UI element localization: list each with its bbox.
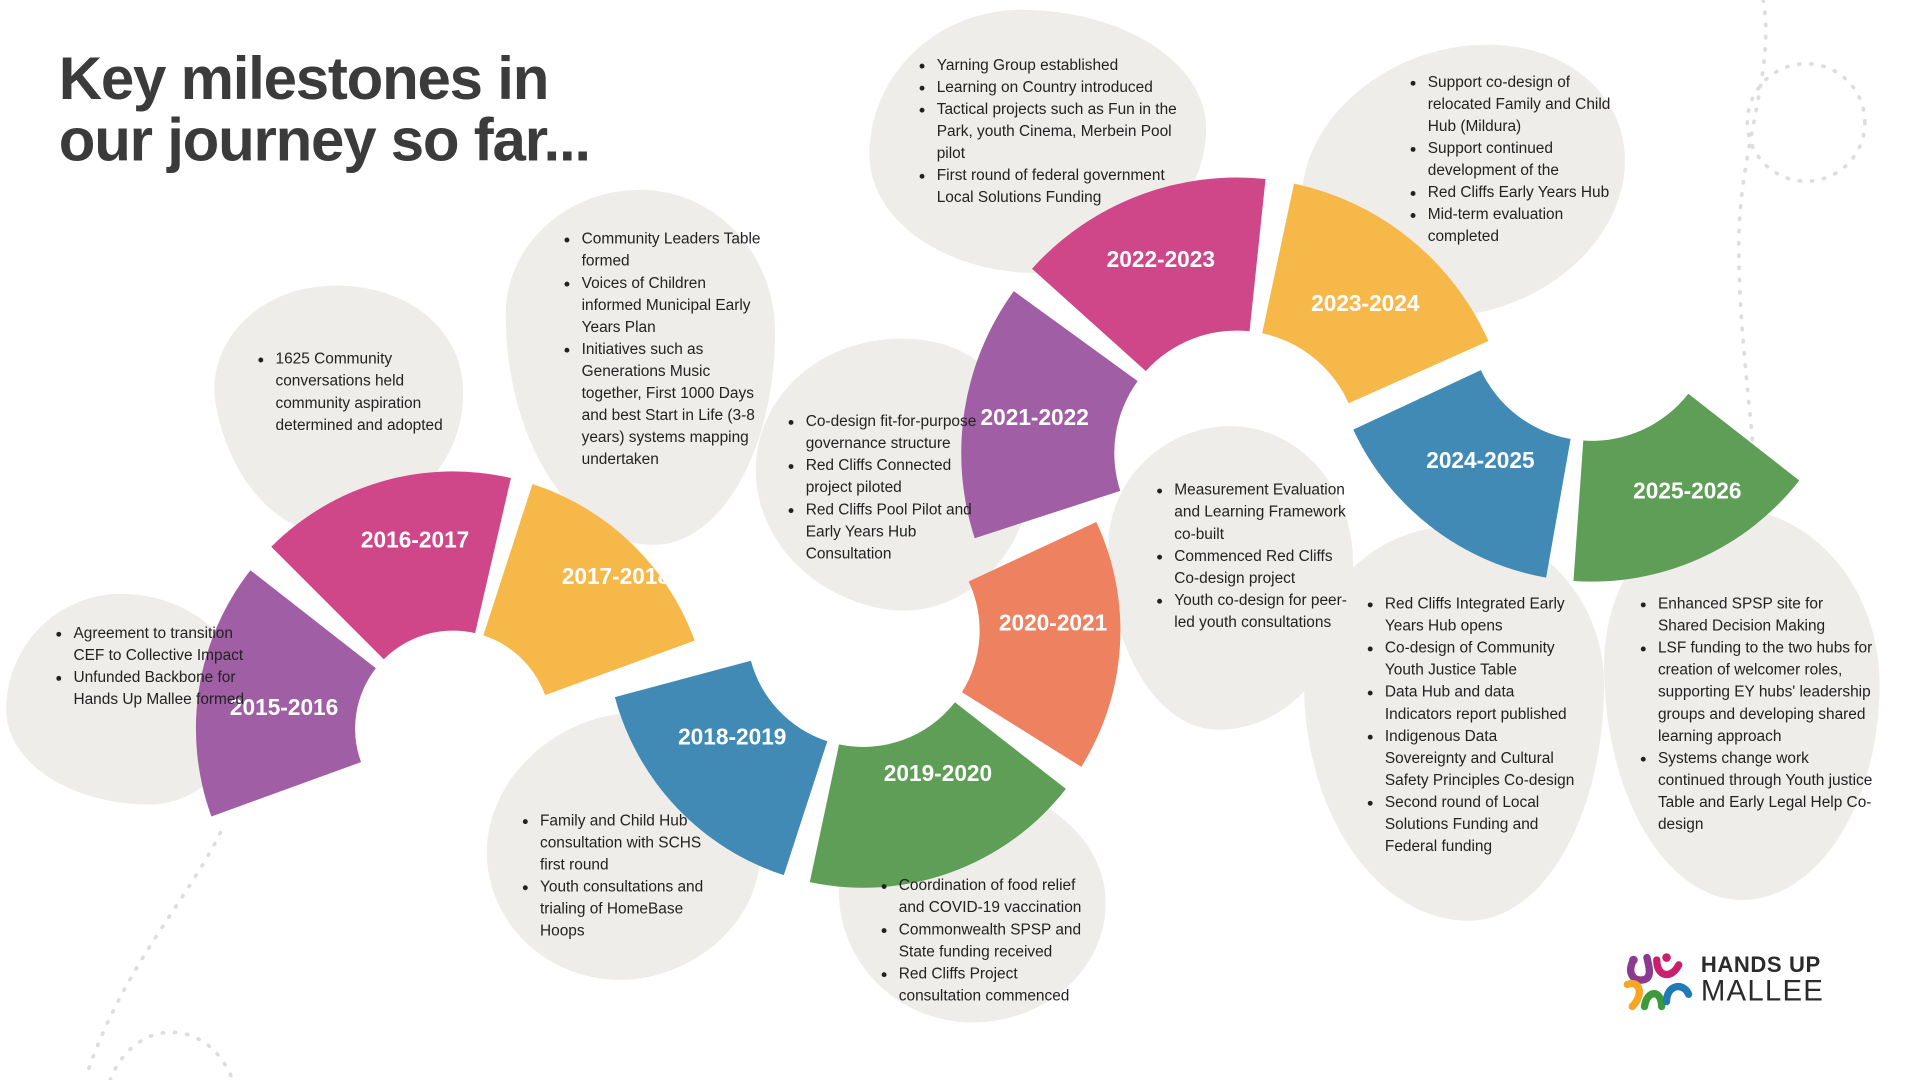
milestone-item: Tactical projects such as Fun in the Par…	[937, 98, 1182, 164]
milestone-item: LSF funding to the two hubs for creation…	[1658, 637, 1876, 747]
milestone-item: Agreement to transition CEF to Collectiv…	[73, 622, 244, 666]
milestone-notes-2022-2023: Yarning Group establishedLearning on Cou…	[920, 54, 1182, 208]
timeline-segment-2023-2024	[1262, 183, 1489, 404]
milestone-item: Enhanced SPSP site for Shared Decision M…	[1658, 593, 1876, 637]
milestone-item: Co-design fit-for-purpose governance str…	[806, 410, 977, 454]
milestone-item: Voices of Children informed Municipal Ea…	[582, 272, 763, 338]
timeline-segment-2021-2022	[961, 291, 1138, 539]
milestone-item: Initiatives such as Generations Music to…	[582, 338, 763, 470]
logo-text-line2: MALLEE	[1700, 974, 1825, 1008]
logo-text-line1: HANDS UP	[1700, 952, 1821, 978]
milestone-notes-2017-2018: Community Leaders Table formedVoices of …	[564, 228, 762, 470]
year-label-2016-2017: 2016-2017	[360, 526, 470, 553]
milestone-item: Learning on Country introduced	[937, 76, 1182, 98]
milestone-item: Youth consultations and trialing of Home…	[540, 876, 711, 942]
milestone-item: Family and Child Hub consultation with S…	[540, 809, 711, 875]
milestone-item: Red Cliffs Integrated Early Years Hub op…	[1385, 593, 1581, 637]
note-bubble-2024-2025	[1304, 526, 1605, 921]
milestone-item: Support co-design of relocated Family an…	[1428, 71, 1621, 137]
milestone-item: Support continued development of the	[1428, 137, 1621, 181]
milestone-notes-2024-2025: Red Cliffs Integrated Early Years Hub op…	[1368, 593, 1581, 857]
year-label-2019-2020: 2019-2020	[883, 760, 993, 787]
milestone-notes-2020-2021: Measurement Evaluation and Learning Fram…	[1157, 479, 1352, 633]
milestone-notes-2016-2017: 1625 Community conversations held commun…	[258, 348, 447, 436]
milestone-item: Red Cliffs Project consultation commence…	[899, 962, 1101, 1006]
year-label-2021-2022: 2021-2022	[980, 404, 1089, 430]
milestone-notes-2018-2019: Family and Child Hub consultation with S…	[523, 809, 712, 941]
year-label-2015-2016: 2015-2016	[229, 694, 339, 721]
milestone-item: Measurement Evaluation and Learning Fram…	[1174, 479, 1352, 545]
timeline-segment-2019-2020	[809, 702, 1066, 888]
year-label-2025-2026: 2025-2026	[1633, 477, 1742, 504]
milestone-item: Red Cliffs Connected project piloted	[806, 454, 977, 498]
year-label-2022-2023: 2022-2023	[1106, 246, 1215, 272]
year-label-2017-2018: 2017-2018	[561, 563, 671, 589]
timeline-segment-2015-2016	[195, 570, 376, 817]
milestone-item: Systems change work continued through Yo…	[1658, 747, 1876, 835]
logo-hands-icon	[1623, 953, 1693, 1011]
milestone-item: 1625 Community conversations held commun…	[276, 348, 447, 436]
milestone-item: Community Leaders Table formed	[582, 228, 763, 272]
timeline-segment-2025-2026	[1573, 393, 1800, 582]
timeline-segment-2016-2017	[271, 471, 511, 660]
hands-up-mallee-logo: HANDS UP MALLEE	[1622, 945, 1842, 1014]
milestone-item: Indigenous Data Sovereignty and Cultural…	[1385, 725, 1581, 791]
milestone-notes-2015-2016: Agreement to transition CEF to Collectiv…	[56, 622, 245, 710]
timeline-segment-2024-2025	[1353, 370, 1571, 578]
year-label-2024-2025: 2024-2025	[1426, 446, 1535, 473]
year-label-2023-2024: 2023-2024	[1311, 290, 1420, 316]
milestone-item: Yarning Group established	[937, 54, 1182, 76]
milestone-item: Coordination of food relief and COVID-19…	[899, 874, 1101, 918]
milestone-item: Co-design of Community Youth Justice Tab…	[1385, 637, 1581, 681]
milestone-item: Youth co-design for peer-led youth consu…	[1174, 589, 1352, 633]
milestone-item: Unfunded Backbone for Hands Up Mallee fo…	[73, 666, 244, 710]
timeline-segment-2017-2018	[483, 484, 695, 696]
milestone-item: Red Cliffs Early Years Hub	[1428, 181, 1621, 203]
milestone-item: Commonwealth SPSP and State funding rece…	[899, 918, 1101, 962]
milestone-item: First round of federal government Local …	[937, 164, 1182, 208]
milestone-notes-2023-2024: Support co-design of relocated Family an…	[1411, 71, 1622, 247]
milestone-notes-2025-2026: Enhanced SPSP site for Shared Decision M…	[1641, 593, 1876, 835]
milestone-item: Mid-term evaluation completed	[1428, 203, 1621, 247]
milestone-notes-2019-2020: Coordination of food relief and COVID-19…	[882, 874, 1101, 1006]
timeline-segment-2020-2021	[961, 521, 1121, 767]
milestone-item: Data Hub and data Indicators report publ…	[1385, 681, 1581, 725]
milestone-item: Commenced Red Cliffs Co-design project	[1174, 545, 1352, 589]
year-label-2018-2019: 2018-2019	[678, 723, 787, 750]
milestone-notes-2021-2022: Co-design fit-for-purpose governance str…	[789, 410, 978, 564]
timeline-segment-2018-2019	[614, 660, 828, 876]
milestone-item: Red Cliffs Pool Pilot and Early Years Hu…	[806, 498, 977, 564]
timeline-segment-2022-2023	[1031, 177, 1266, 372]
milestone-item: Second round of Local Solutions Funding …	[1385, 791, 1581, 857]
year-label-2020-2021: 2020-2021	[998, 609, 1108, 636]
